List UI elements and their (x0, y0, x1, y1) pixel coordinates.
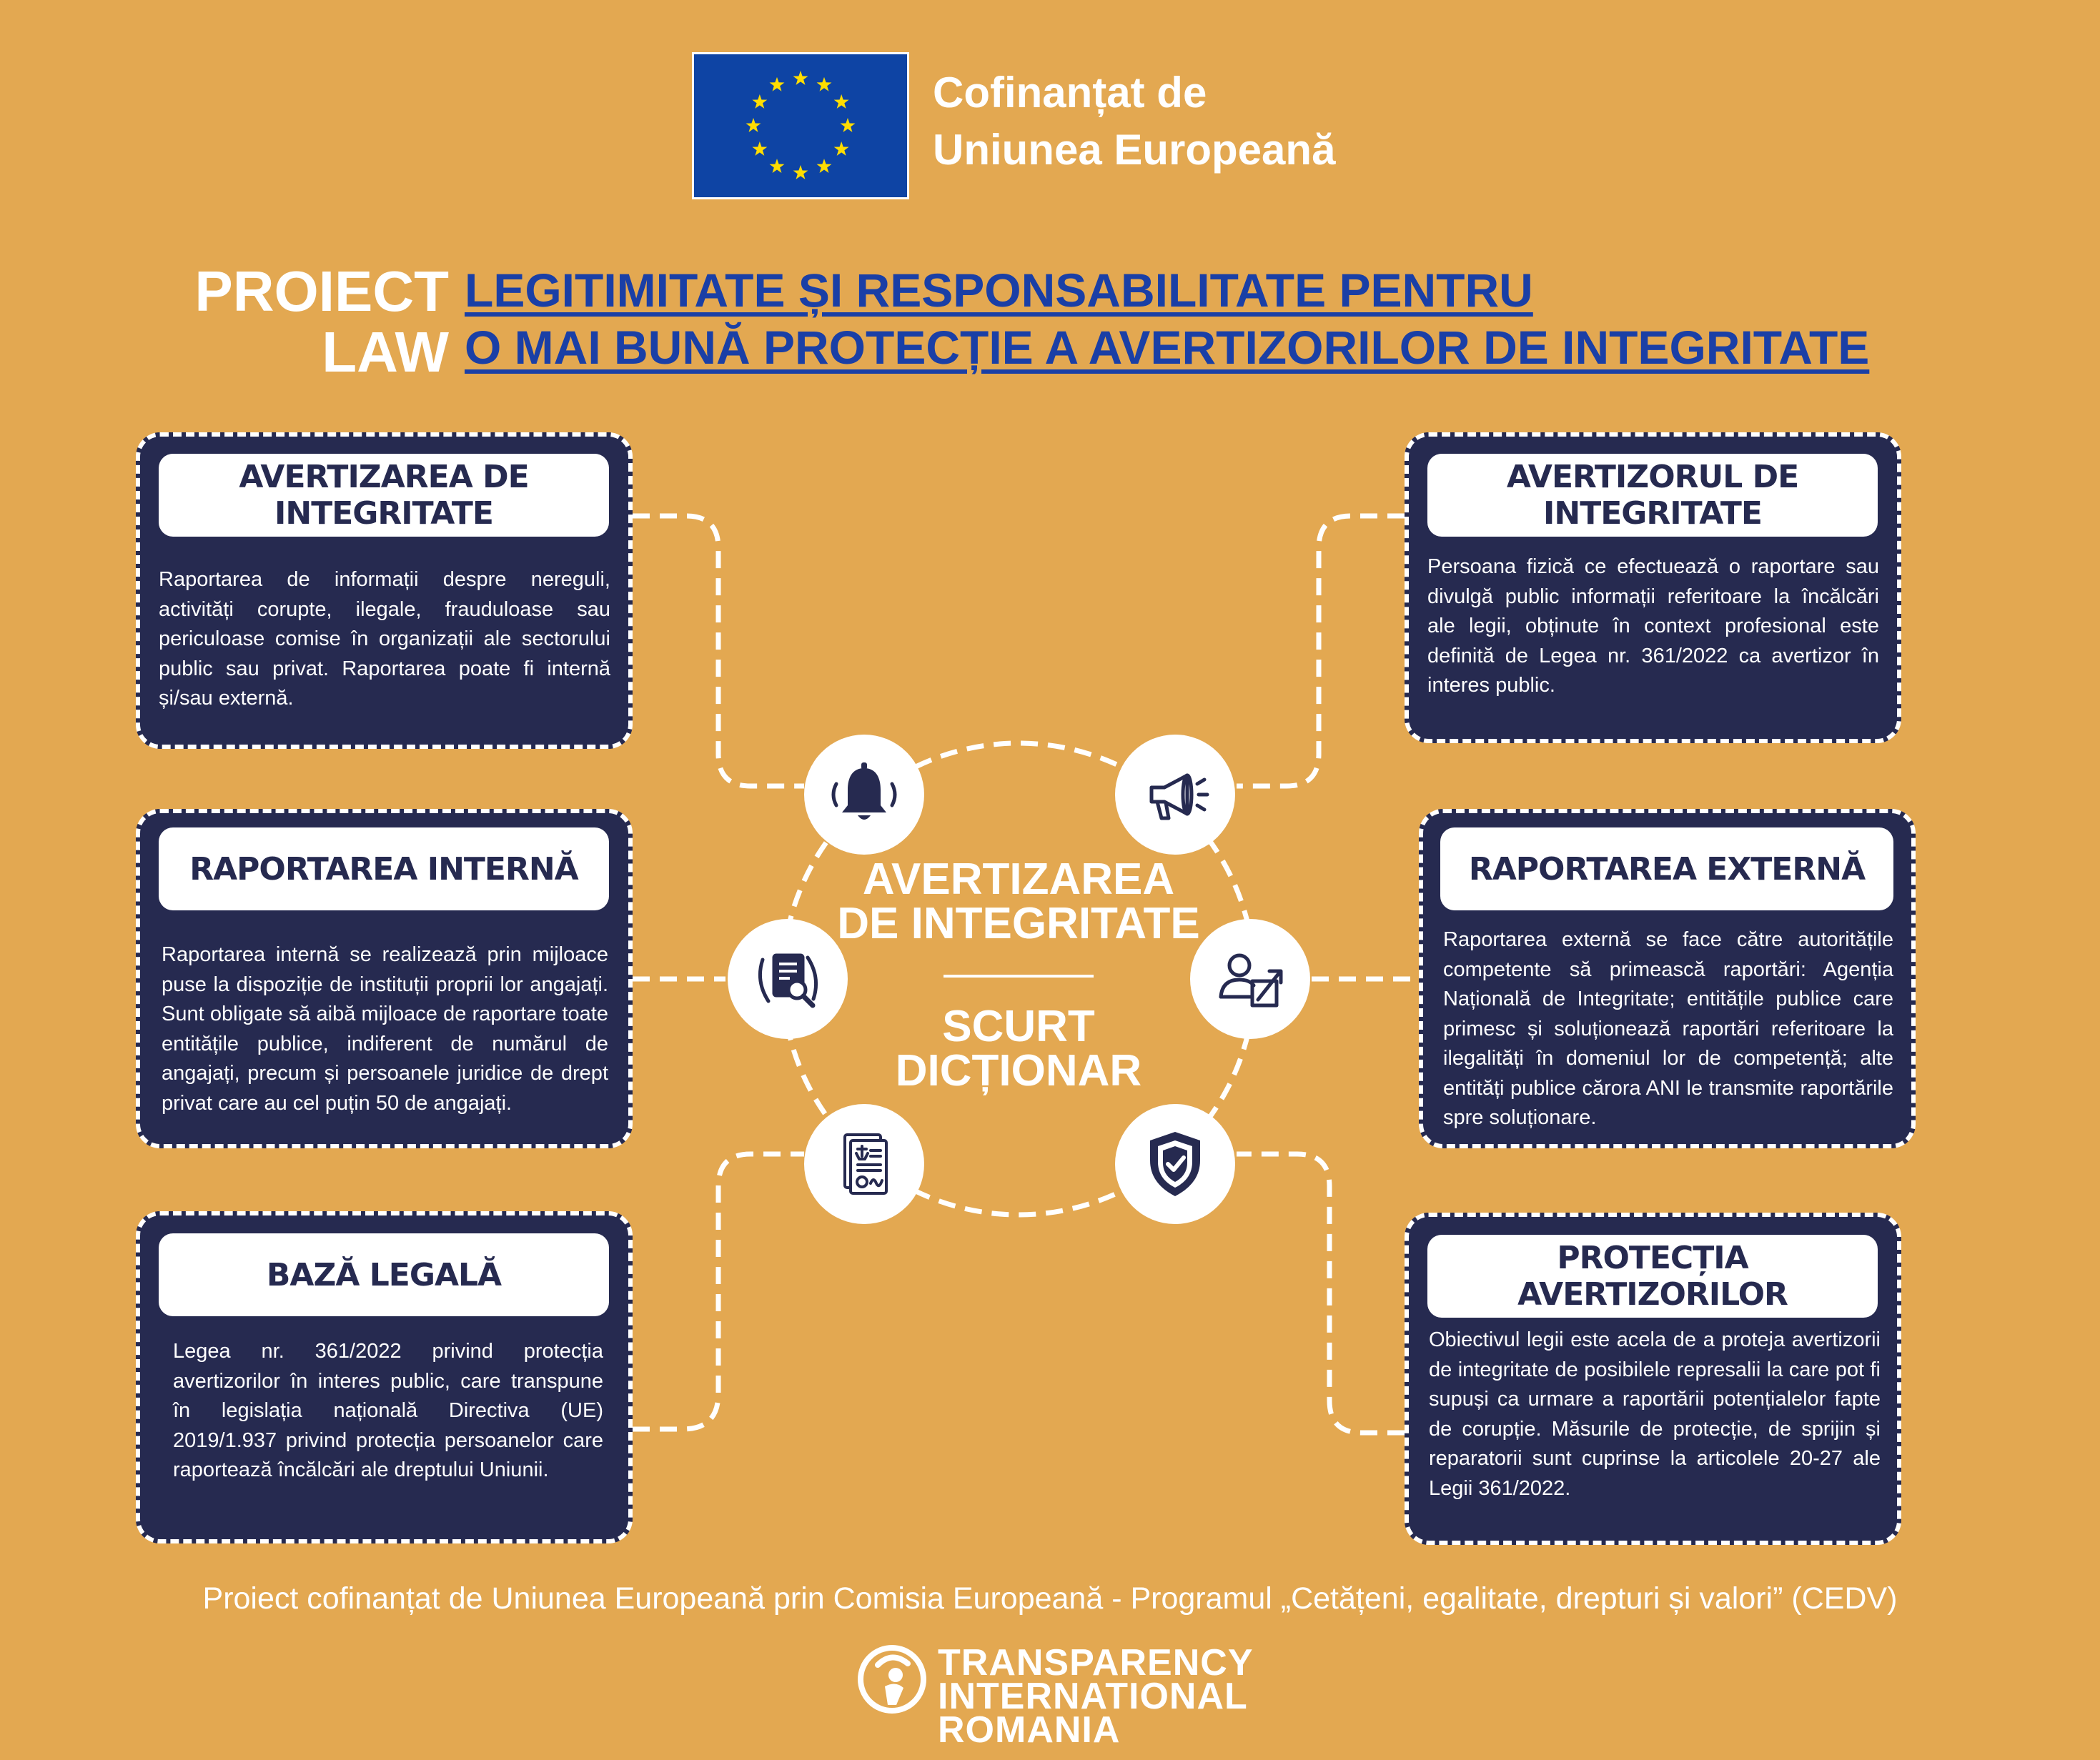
eu-star (833, 94, 849, 109)
shield-check-icon (1150, 1132, 1200, 1196)
transparency-logo-icon (856, 1644, 928, 1715)
card-interna-text: Raportarea internă se realizează prin mi… (162, 943, 608, 1115)
card-avertizarea-text: Raportarea de informații despre nereguli… (159, 568, 610, 710)
card-protectia-text: Obiectivul legii este acela de a proteja… (1429, 1328, 1881, 1500)
project-label-line2: LAW (322, 320, 449, 384)
org-name: TRANSPARENCY INTERNATIONAL ROMANIA (938, 1642, 1254, 1751)
project-label-line1: PROIECT (194, 259, 449, 323)
center-title-line1: AVERTIZAREA (862, 855, 1175, 904)
eu-star (793, 71, 808, 85)
user-report-icon-circle (1190, 919, 1310, 1039)
org-line3: ROMANIA (938, 1709, 1121, 1751)
cofinanced-line2: Uniunea Europeană (933, 126, 1336, 174)
card-externa: RAPORTAREA EXTERNĂ Raportarea externă se… (1419, 809, 1916, 1148)
megaphone-icon (1149, 773, 1209, 820)
eu-star (793, 165, 808, 179)
center-subtitle-line2: DICȚIONAR (895, 1046, 1142, 1095)
project-title-line2: O MAI BUNĂ PROTECȚIE A AVERTIZORILOR DE … (465, 321, 1870, 374)
shield-check-icon-circle (1115, 1104, 1235, 1224)
eu-star (769, 76, 785, 91)
document-search-icon (758, 953, 818, 1008)
eu-flag (692, 52, 909, 199)
user-report-icon (1219, 953, 1282, 1007)
eu-stars-icon (746, 71, 856, 179)
org-line2: INTERNATIONAL (938, 1676, 1248, 1717)
eu-star (833, 141, 849, 156)
eu-star (816, 159, 832, 174)
card-externa-text: Raportarea externă se face către autorit… (1443, 928, 1893, 1129)
card-protectia: PROTECȚIA AVERTIZORILOR Obiectivul legii… (1405, 1213, 1901, 1545)
center-title-line2: DE INTEGRITATE (837, 899, 1200, 948)
card-protectia-title: PROTECȚIA AVERTIZORILOR (1427, 1235, 1878, 1318)
center-divider (943, 975, 1094, 978)
eu-star (752, 94, 768, 109)
eu-star (769, 159, 785, 174)
eu-star (816, 76, 832, 91)
legal-document-icon (843, 1133, 888, 1195)
center-subtitle: SCURT DICȚIONAR (804, 1005, 1233, 1093)
card-interna-title: RAPORTAREA INTERNĂ (159, 827, 609, 910)
card-avertizorul: AVERTIZORUL DE INTEGRITATE Persoana fizi… (1405, 432, 1901, 743)
card-externa-title: RAPORTAREA EXTERNĂ (1440, 827, 1893, 910)
eu-star (746, 118, 761, 132)
legal-document-icon-circle (804, 1104, 924, 1224)
card-avertizorul-text: Persoana fizică ce efectuează o raportar… (1427, 555, 1879, 697)
center-subtitle-line1: SCURT (942, 1002, 1095, 1051)
footer-text: Proiect cofinanțat de Uniunea Europeană … (202, 1581, 1898, 1616)
card-baza-text: Legea nr. 361/2022 privind protecția ave… (173, 1340, 603, 1481)
cofinanced-line1: Cofinanțat de (933, 69, 1207, 116)
card-avertizarea-title: AVERTIZAREA DE INTEGRITATE (159, 454, 609, 537)
eu-star (752, 141, 768, 156)
org-line1: TRANSPARENCY (938, 1642, 1254, 1684)
card-avertizorul-title: AVERTIZORUL DE INTEGRITATE (1427, 454, 1878, 537)
project-title-line1: LEGITIMITATE ȘI RESPONSABILITATE PENTRU (465, 264, 1533, 317)
eu-star (840, 118, 856, 132)
center-title: AVERTIZAREA DE INTEGRITATE (804, 857, 1233, 946)
card-avertizarea: AVERTIZAREA DE INTEGRITATE Raportarea de… (136, 432, 633, 749)
bell-icon (831, 762, 897, 820)
card-baza-title: BAZĂ LEGALĂ (159, 1233, 609, 1316)
card-baza: BAZĂ LEGALĂ Legea nr. 361/2022 privind p… (136, 1211, 633, 1543)
megaphone-icon-circle (1115, 735, 1235, 855)
card-interna: RAPORTAREA INTERNĂ Raportarea internă se… (136, 809, 633, 1148)
document-search-icon-circle (728, 919, 848, 1039)
bell-icon-circle (804, 735, 924, 855)
